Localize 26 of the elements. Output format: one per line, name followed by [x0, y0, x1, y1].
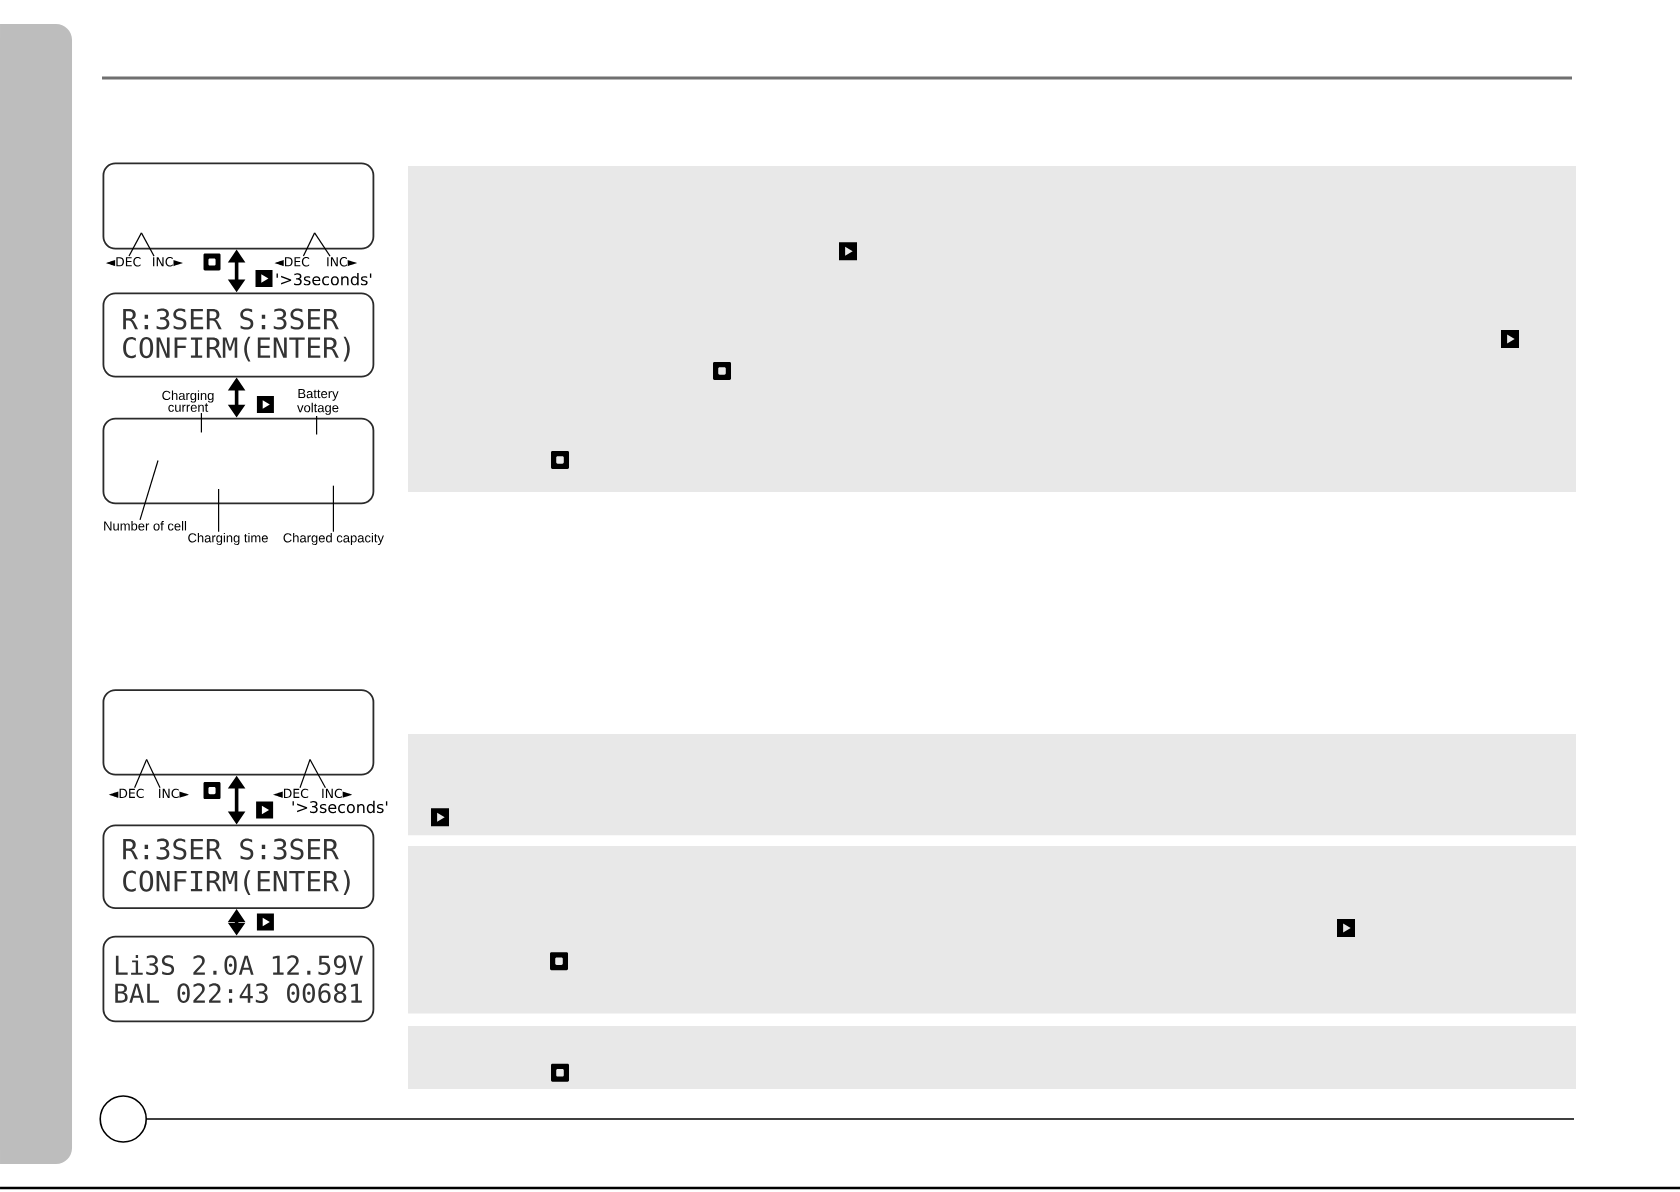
lcd-screen: [102, 689, 375, 776]
lcd-screen: [102, 162, 375, 250]
leader-line: [316, 415, 318, 436]
leader-line: [128, 232, 142, 257]
text-panel: [408, 1026, 1576, 1090]
text-panel: [408, 165, 1576, 492]
side-tab: [0, 23, 72, 1164]
text-panel: [408, 733, 1576, 836]
leader-line: [139, 459, 159, 521]
hint-text: '>3seconds': [276, 273, 372, 286]
lcd-screen: Li3S 2.0A 12.59V BAL 022:43 00681: [102, 935, 375, 1023]
leader-line: [140, 232, 155, 257]
leader-line: [332, 485, 334, 533]
hint-text: '>3seconds': [292, 800, 388, 814]
leader-line: [146, 758, 161, 789]
text-panel: [408, 846, 1576, 1014]
leader-line: [218, 488, 220, 533]
lcd-screen: R:3SER S:3SER CONFIRM(ENTER): [102, 292, 375, 378]
leader-line: [309, 758, 326, 789]
lcd-screen: R:3SER S:3SER CONFIRM(ENTER): [102, 824, 375, 909]
leader-line: [200, 412, 202, 434]
leader-line: [302, 232, 316, 257]
leader-line: [314, 232, 331, 257]
leader-line: [134, 758, 148, 789]
lcd-screen: [102, 417, 375, 505]
leader-line: [299, 758, 311, 789]
